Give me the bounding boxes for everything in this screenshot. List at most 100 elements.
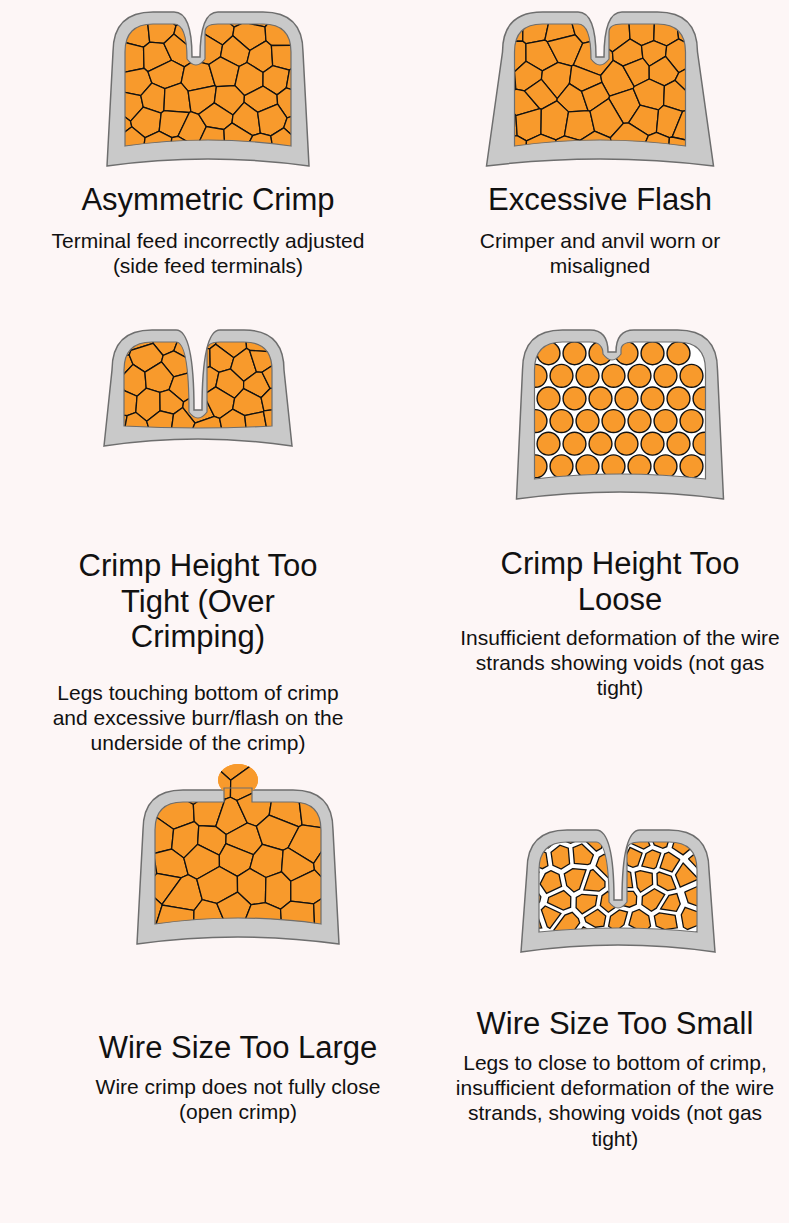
- strand: [635, 871, 652, 893]
- strand: [667, 342, 690, 365]
- strand: [540, 871, 561, 894]
- large-wire-section: [123, 750, 353, 950]
- strand: [264, 405, 304, 452]
- strand: [610, 123, 648, 172]
- strand: [584, 909, 605, 927]
- strand: [209, 57, 239, 87]
- strand: [563, 387, 586, 410]
- strand: [619, 807, 640, 830]
- strand: [576, 927, 593, 955]
- defect-cause: Terminal feed incorrectly adjusted (side…: [48, 228, 368, 278]
- strand: [92, 391, 137, 416]
- strand: [573, 844, 593, 865]
- strand: [584, 870, 605, 892]
- strand: [633, 132, 670, 172]
- defect-cause: Wire crimp does not fully close (open cr…: [83, 1074, 393, 1124]
- strand: [93, 54, 123, 107]
- strand: [569, 0, 606, 1]
- strand: [141, 0, 164, 22]
- strand: [611, 870, 633, 887]
- strand: [98, 311, 136, 337]
- strand: [524, 364, 547, 387]
- strand: [693, 387, 716, 410]
- strand: [511, 887, 541, 906]
- defect-cause: Legs touching bottom of crimp and excess…: [38, 680, 358, 756]
- wire-strands: [92, 290, 304, 452]
- defect-title: Excessive Flash: [415, 182, 785, 218]
- strand: [273, 0, 323, 24]
- strand: [261, 386, 304, 411]
- strand: [92, 290, 123, 326]
- strand: [262, 359, 304, 389]
- barrel-inner-edge: [539, 842, 697, 932]
- barrel-inner-edge: [124, 342, 272, 428]
- defect-title: Wire Size Too Large: [38, 1030, 438, 1066]
- strand: [171, 290, 202, 311]
- barrel-inside: [535, 342, 706, 479]
- strand: [123, 784, 157, 842]
- strand: [121, 290, 146, 316]
- strand: [93, 0, 123, 54]
- strand: [510, 864, 539, 885]
- wire-strands: [93, 0, 323, 172]
- strand: [641, 387, 664, 410]
- strand: [602, 364, 625, 387]
- strand: [654, 410, 677, 433]
- strand: [163, 0, 196, 26]
- strand: [483, 8, 523, 41]
- strand: [628, 364, 651, 387]
- strand: [92, 371, 124, 407]
- strand: [123, 842, 157, 889]
- wire-strands: [510, 792, 725, 956]
- strand: [547, 891, 570, 910]
- barrel-wall: [517, 330, 724, 499]
- strand: [224, 123, 253, 172]
- over-crimp-section: [92, 290, 304, 452]
- strand: [501, 0, 532, 24]
- strand: [183, 311, 206, 337]
- strand: [691, 922, 725, 954]
- strand: [693, 432, 716, 455]
- wire-strands: [524, 342, 716, 478]
- strand: [642, 850, 661, 869]
- strand: [265, 17, 296, 46]
- barrel-inner-edge: [125, 24, 291, 146]
- strand: [524, 410, 547, 433]
- strand: [204, 771, 231, 799]
- strand: [483, 0, 517, 10]
- strand: [537, 342, 560, 365]
- strand: [584, 0, 617, 23]
- defect-title: Wire Size Too Small: [445, 1006, 785, 1042]
- strand: [633, 793, 654, 816]
- strand: [537, 432, 560, 455]
- excessive-flash-section: [483, 0, 718, 172]
- strand: [609, 792, 633, 806]
- strand: [256, 310, 291, 335]
- strand: [291, 870, 334, 904]
- strand: [680, 455, 703, 478]
- strand: [564, 869, 586, 892]
- strand: [584, 792, 605, 808]
- strand: [511, 911, 542, 931]
- asymmetric-crimp-section: [93, 0, 323, 172]
- strand: [510, 793, 533, 818]
- strand: [680, 364, 703, 387]
- strand: [483, 100, 518, 140]
- strand: [310, 750, 353, 798]
- strand: [667, 387, 690, 410]
- strand: [654, 455, 677, 478]
- strand: [641, 342, 664, 365]
- strand: [242, 290, 271, 313]
- strand: [92, 325, 131, 358]
- strand: [522, 806, 553, 827]
- strand: [299, 789, 353, 830]
- strand: [576, 364, 599, 387]
- strand: [563, 342, 586, 365]
- strand: [164, 83, 191, 113]
- strand: [281, 901, 316, 950]
- strand: [641, 0, 665, 23]
- barrel-inner-edge: [515, 24, 686, 146]
- strand: [537, 387, 560, 410]
- strand: [668, 807, 683, 828]
